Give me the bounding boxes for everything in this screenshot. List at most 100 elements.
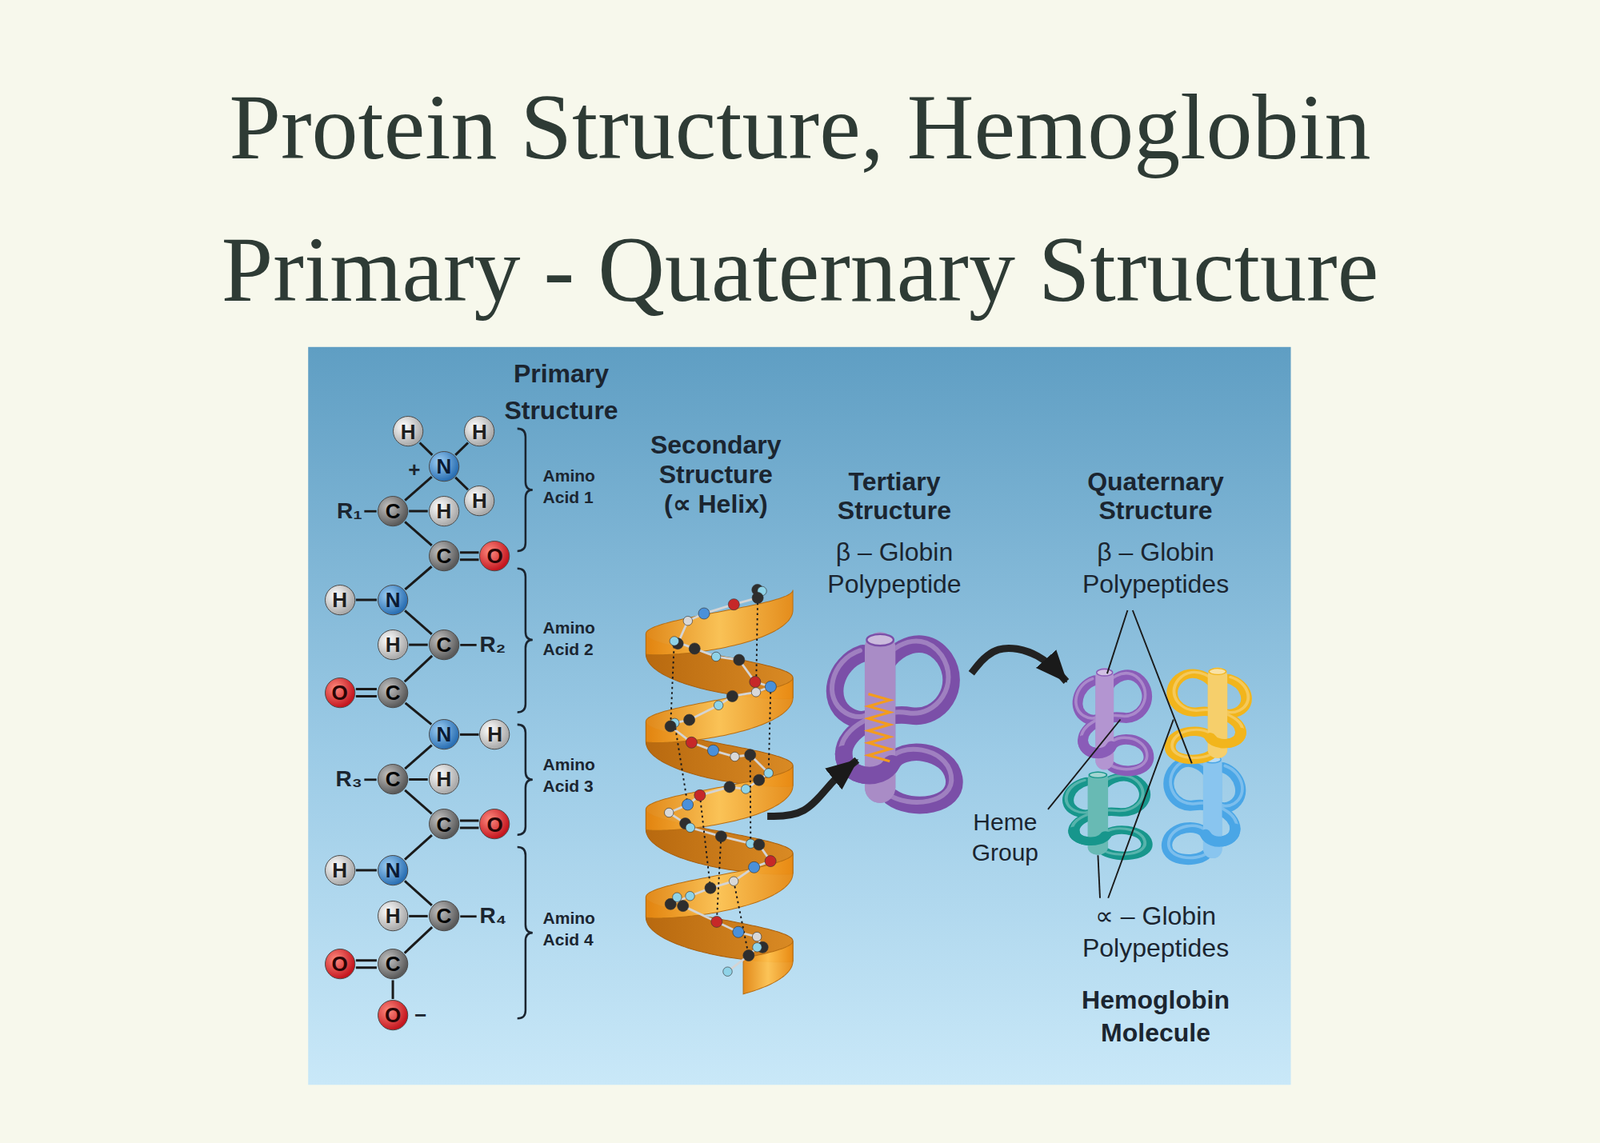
atom-circle: N [428, 451, 460, 482]
text-slot: β – Globin Polypeptides [1071, 536, 1240, 600]
part-label: Amino Acid 4 [543, 907, 617, 951]
helix-backbone [668, 589, 771, 972]
bond-line [460, 644, 476, 647]
bond-line [404, 927, 432, 953]
atom-sphere-fill [428, 720, 459, 750]
atom-circle: C [377, 496, 408, 527]
atom-sphere-fill [428, 541, 459, 572]
helix-atom [683, 616, 692, 625]
helix-atom [743, 950, 755, 962]
atom-sphere-fill [377, 901, 408, 932]
illustration-panel [308, 347, 1291, 1085]
text-slot: Tertiary Structure [810, 467, 979, 525]
atom-circle: H [428, 496, 460, 527]
helix-atom [688, 643, 700, 655]
helix-atom [726, 690, 738, 702]
atom-sphere-fill [377, 764, 408, 795]
atom-symbol: O [486, 545, 503, 567]
side-chain-bonds [364, 511, 476, 917]
bond-line [460, 552, 480, 560]
bond-line [460, 820, 480, 828]
atom-sphere-fill [377, 584, 408, 615]
label-slot: − [410, 1003, 432, 1028]
atom-symbol: O [332, 682, 348, 704]
bond-line [408, 778, 428, 781]
beta-globin [832, 632, 955, 805]
bond-line [404, 880, 432, 905]
label-slot: R₂ [479, 632, 531, 658]
atom-symbol: H [385, 905, 401, 927]
atom-sphere-fill [377, 629, 408, 660]
atom-symbol: N [436, 724, 452, 745]
bond-line [356, 868, 377, 872]
helix-atom [704, 882, 716, 894]
atom-symbol: H [400, 421, 416, 443]
stage-label: Tertiary Structure [810, 467, 979, 525]
atom-circle: H [479, 719, 510, 750]
part-label: R₁ [311, 498, 363, 524]
connector-group [356, 443, 1067, 1000]
atom-sphere-fill [377, 1000, 408, 1030]
bond-line [455, 477, 468, 490]
helix-atom [728, 599, 740, 611]
text-slot: Primary Structure [484, 355, 638, 429]
part-label: R₂ [479, 632, 531, 658]
label-slot: Amino Acid 3 [543, 753, 617, 797]
helix-atom [713, 700, 723, 710]
helix-ribbon-front [645, 765, 793, 831]
helix-atom [744, 749, 756, 761]
helix-ribbon-front [743, 940, 793, 994]
hydrogen-bond [768, 687, 772, 774]
atom-circle: O [324, 677, 356, 708]
bond-line [356, 598, 377, 601]
text-slot: Hemoglobin Molecule [1071, 984, 1240, 1050]
helix-atom [733, 654, 745, 666]
structure-stage: Quaternary Structureβ – Globin Polypepti… [1066, 464, 1251, 1051]
structure-stage: Secondary Structure (∝ Helix) [652, 556, 768, 995]
helix-atom [682, 799, 694, 811]
atom-sphere-fill [428, 764, 459, 795]
atom-circle: O [377, 1000, 408, 1031]
helix-atom [698, 608, 710, 620]
part-label: + [404, 457, 425, 482]
part-label: R₃ [311, 766, 363, 792]
helix-atom [724, 781, 736, 793]
brace [517, 428, 533, 552]
label-slot: + [404, 457, 425, 482]
flow-arrow [971, 648, 1067, 682]
helix-atom [753, 774, 765, 786]
label-slot: R₃ [311, 766, 363, 792]
hydrogen-bond [700, 795, 711, 888]
part-label: Heme Group [948, 807, 1061, 868]
atom-sphere-fill [324, 855, 355, 885]
structure-stage: Tertiary Structureβ – Globin Polypeptide [856, 624, 972, 817]
helix-atom [752, 932, 761, 941]
bond-line [404, 835, 432, 860]
helix-atom [677, 900, 689, 912]
helix-atom [669, 636, 679, 646]
brace [517, 568, 533, 713]
flow-arrow [767, 760, 857, 816]
bond-line [404, 521, 432, 546]
helix-atom [748, 861, 760, 873]
atom-circle: O [479, 808, 510, 840]
atom-symbol: O [486, 814, 503, 836]
helix-atom [684, 714, 696, 726]
atom-symbol: C [385, 768, 401, 790]
label-slot: Amino Acid 1 [543, 464, 617, 508]
helix-atom [752, 943, 762, 952]
atom-circle: H [324, 855, 356, 886]
helix-atom [664, 720, 676, 732]
atom-circle: H [377, 900, 408, 932]
atom-circle: N [377, 584, 408, 616]
atom-symbol: C [385, 500, 401, 522]
atom-symbol: C [436, 634, 452, 656]
helix-atom [764, 768, 773, 778]
helix-atom [664, 808, 673, 817]
brace [517, 724, 533, 836]
helix-atom [728, 876, 738, 886]
atom-circle: H [324, 584, 356, 616]
atom-circle: C [428, 900, 460, 932]
atom-sphere-fill [480, 541, 510, 572]
label-slot: Heme Group [948, 807, 1061, 868]
